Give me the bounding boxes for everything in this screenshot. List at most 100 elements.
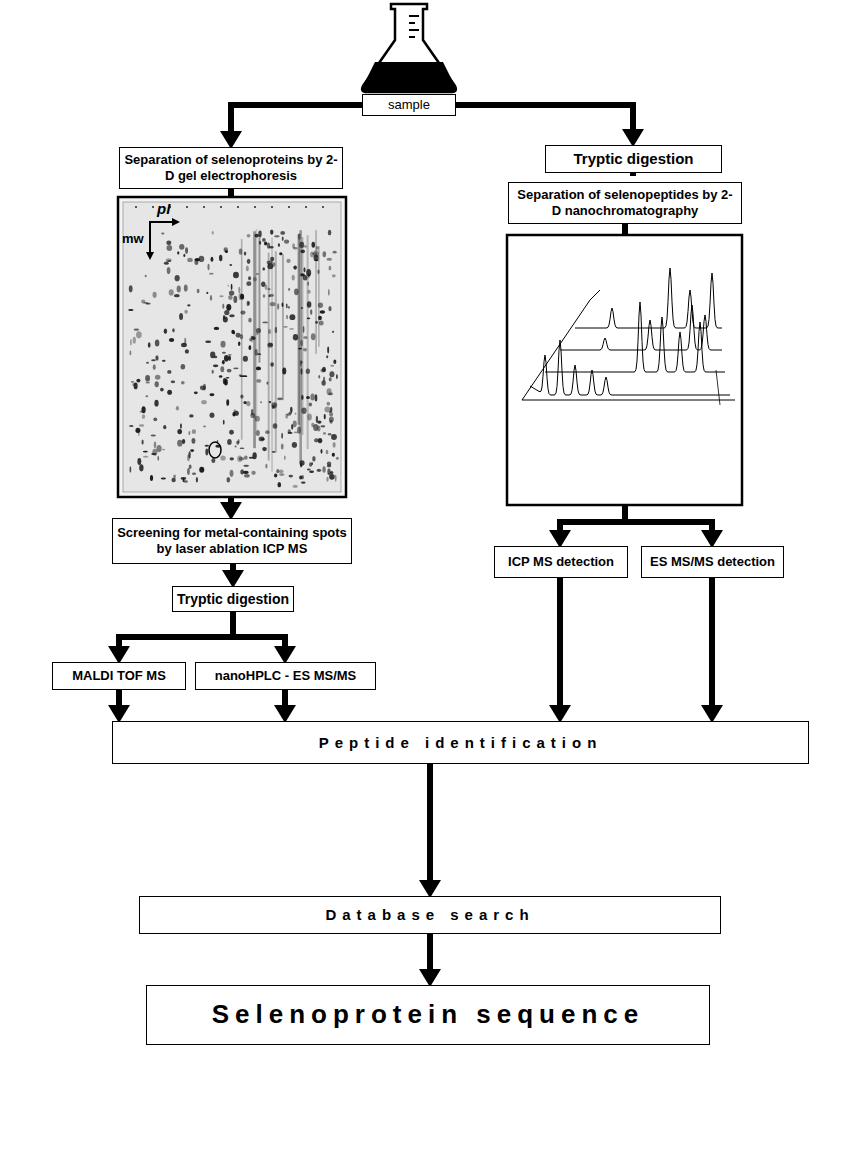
gel-spot [187, 468, 190, 475]
gel-spot [267, 263, 273, 269]
gel-spot [167, 390, 172, 395]
gel-spot [262, 321, 268, 323]
gel-image [118, 197, 346, 497]
gel-spot [274, 474, 277, 478]
gel-spot [321, 380, 325, 385]
gel-spot [162, 360, 166, 362]
gel-spot [280, 231, 285, 235]
gel-spot [180, 477, 186, 480]
chromatogram-trace [545, 302, 725, 372]
gel-spot [298, 233, 301, 239]
gel-spot [248, 301, 250, 306]
gel-spot [262, 238, 266, 242]
gel-spot [210, 295, 212, 301]
gel-spot [210, 412, 215, 417]
gel-spot [184, 338, 186, 345]
gel-mark [203, 206, 205, 208]
gel-spot [256, 367, 261, 371]
axis-label: mw [122, 231, 144, 246]
process-box: Screening for metal-containing spots by … [112, 518, 352, 564]
gel-spot [184, 284, 188, 291]
gel-spot [141, 406, 145, 413]
gel-spot [167, 370, 171, 374]
process-box: Separation of selenopeptides by 2-D nano… [508, 182, 742, 224]
gel-spot [307, 290, 310, 294]
gel-spot [316, 246, 319, 250]
gel-spot [246, 281, 251, 286]
gel-mark [254, 206, 256, 208]
gel-spot [211, 257, 214, 262]
result-box: Database search [139, 896, 721, 934]
gel-spot [229, 290, 234, 295]
gel-spot [161, 232, 164, 234]
gel-spot [192, 429, 196, 434]
gel-spot [205, 341, 211, 344]
gel-spot [238, 287, 240, 294]
gel-spot [256, 273, 259, 275]
gel-spot [243, 356, 248, 362]
gel-spot [260, 401, 262, 403]
gel-spot [268, 329, 271, 334]
gel-spot [155, 355, 158, 361]
gel-spot [293, 334, 298, 341]
gel-spot [250, 335, 253, 342]
gel-spot [335, 475, 337, 482]
gel-spot [327, 462, 331, 466]
gel-spot [200, 385, 206, 390]
gel-spot [133, 337, 136, 344]
gel-spot [155, 375, 161, 380]
gel-spot [266, 382, 268, 385]
gel-spot [294, 431, 298, 433]
gel-spot [129, 425, 133, 427]
flow-arrow [427, 934, 433, 969]
node-text: Database search [325, 906, 534, 924]
gel-spot [330, 365, 334, 367]
gel-spot [231, 330, 234, 334]
gel-spot [130, 339, 132, 345]
gel-spot [169, 289, 174, 295]
gel-spot [326, 450, 329, 455]
chromatogram-trace [575, 268, 722, 328]
gel-spot [239, 457, 245, 460]
gel-spot [153, 417, 157, 421]
gel-spot [248, 318, 252, 323]
gel-spot [262, 447, 267, 451]
node-text: MALDI TOF MS [72, 668, 166, 684]
gel-spot [238, 342, 241, 347]
gel-spot [282, 302, 284, 307]
gel-spot [295, 413, 297, 415]
gel-streak [275, 251, 277, 453]
gel-spot [313, 424, 318, 431]
gel-spot [240, 310, 245, 314]
gel-spot [148, 342, 151, 348]
gel-spot [222, 352, 226, 354]
gel-spot [279, 252, 282, 255]
gel-spot [185, 247, 188, 254]
gel-spot [128, 309, 133, 311]
gel-spot [327, 468, 330, 474]
gel-spot [137, 458, 141, 465]
gel-spot [179, 244, 184, 250]
gel-spot [212, 370, 214, 374]
gel-spot [181, 381, 185, 384]
gel-spot [214, 356, 218, 359]
gel-spot [242, 375, 247, 377]
gel-spot [304, 267, 306, 272]
gel-spot [301, 408, 306, 414]
gel-spot [164, 262, 169, 265]
gel-spot [307, 413, 312, 420]
gel-spot [303, 275, 308, 280]
gel-spot [317, 469, 321, 472]
gel-spot [146, 362, 149, 364]
gel-spot [227, 285, 229, 287]
gel-spot [326, 388, 331, 395]
gel-spot [222, 304, 224, 309]
gel-spot [258, 231, 261, 238]
gel-spot [244, 474, 250, 478]
gel-spot [309, 402, 312, 406]
gel-spot [157, 456, 159, 461]
gel-spot [175, 275, 180, 281]
gel-spot [328, 289, 330, 296]
gel-spot [300, 340, 303, 347]
gel-spot [231, 284, 233, 290]
